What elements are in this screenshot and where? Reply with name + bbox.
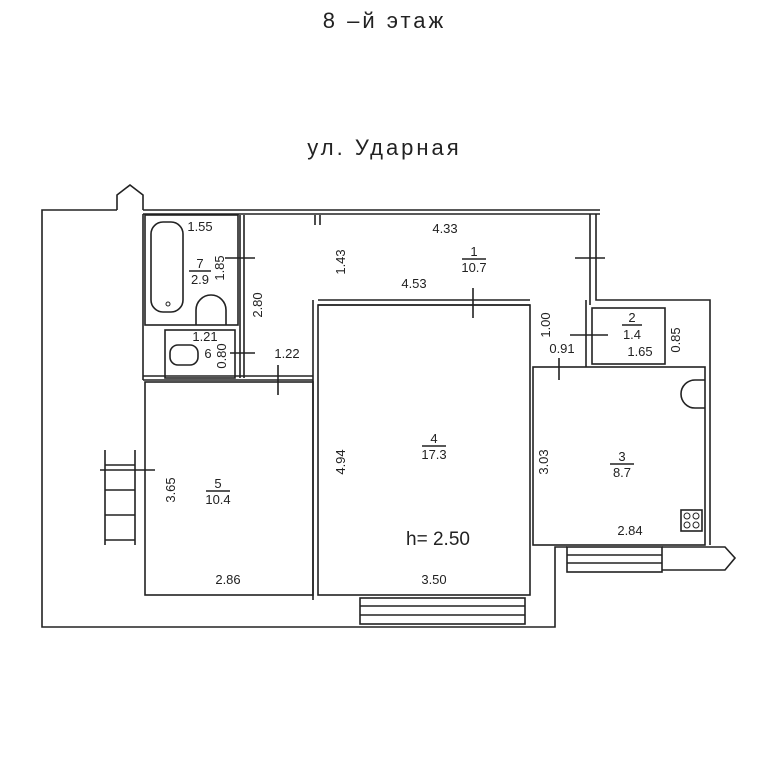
room-1-area: 10.7 bbox=[461, 260, 486, 275]
dim-hall-left: 2.80 bbox=[250, 292, 265, 317]
dim-room2-width: 1.65 bbox=[627, 344, 652, 359]
dim-room3-width: 2.84 bbox=[617, 523, 642, 538]
room-2-area: 1.4 bbox=[623, 327, 641, 342]
room-6-number: 6 bbox=[204, 346, 211, 361]
room-7-bathroom: 1.55 7 2.9 1.85 bbox=[144, 214, 255, 326]
room-4-living: 4.94 4 17.3 h= 2.50 3.50 bbox=[312, 300, 531, 625]
dim-bath-height: 1.85 bbox=[212, 255, 227, 280]
room-3-kitchen: 3.03 3 8.7 2.84 bbox=[532, 366, 737, 573]
room-4-area: 17.3 bbox=[421, 447, 446, 462]
dim-bath-width: 1.55 bbox=[187, 219, 212, 234]
dim-room5-width: 2.86 bbox=[215, 572, 240, 587]
room-1-hall: 4.33 1.43 1 10.7 4.53 2.80 1.22 bbox=[143, 215, 605, 395]
dim-hall-height: 1.43 bbox=[333, 249, 348, 274]
room-6-wc: 1.21 6 0.80 bbox=[164, 329, 255, 379]
dim-hall-door: 1.22 bbox=[274, 346, 299, 361]
dim-room3-height: 3.03 bbox=[536, 449, 551, 474]
room-1-number: 1 bbox=[470, 244, 477, 259]
dim-room4-height: 4.94 bbox=[333, 449, 348, 474]
stairwell bbox=[100, 450, 155, 545]
room-7-area: 2.9 bbox=[191, 272, 209, 287]
room-2-storage: 2 1.4 1.65 0.85 1.00 0.91 bbox=[538, 300, 683, 380]
outer-walls bbox=[41, 183, 711, 628]
dim-hall-top: 4.33 bbox=[432, 221, 457, 236]
room-5-number: 5 bbox=[214, 476, 221, 491]
dim-wc-height: 0.80 bbox=[214, 343, 229, 368]
room-7-number: 7 bbox=[196, 256, 203, 271]
floor-label: 8 –й этаж bbox=[322, 8, 447, 33]
ceiling-height: h= 2.50 bbox=[406, 529, 470, 550]
room-3-number: 3 bbox=[618, 449, 625, 464]
room-5-bedroom: 3.65 5 10.4 2.86 bbox=[144, 381, 314, 596]
street-label: ул. Ударная bbox=[307, 135, 462, 160]
dim-room5-height: 3.65 bbox=[163, 477, 178, 502]
dim-room2-height: 0.85 bbox=[668, 327, 683, 352]
room-2-number: 2 bbox=[628, 310, 635, 325]
dim-passage-height: 1.00 bbox=[538, 312, 553, 337]
dim-wc-width: 1.21 bbox=[192, 329, 217, 344]
room-5-area: 10.4 bbox=[205, 492, 230, 507]
room-4-number: 4 bbox=[430, 431, 437, 446]
room-3-area: 8.7 bbox=[613, 465, 631, 480]
dim-room4-width: 3.50 bbox=[421, 572, 446, 587]
dim-passage-width: 0.91 bbox=[549, 341, 574, 356]
dim-hall-mid: 4.53 bbox=[401, 276, 426, 291]
